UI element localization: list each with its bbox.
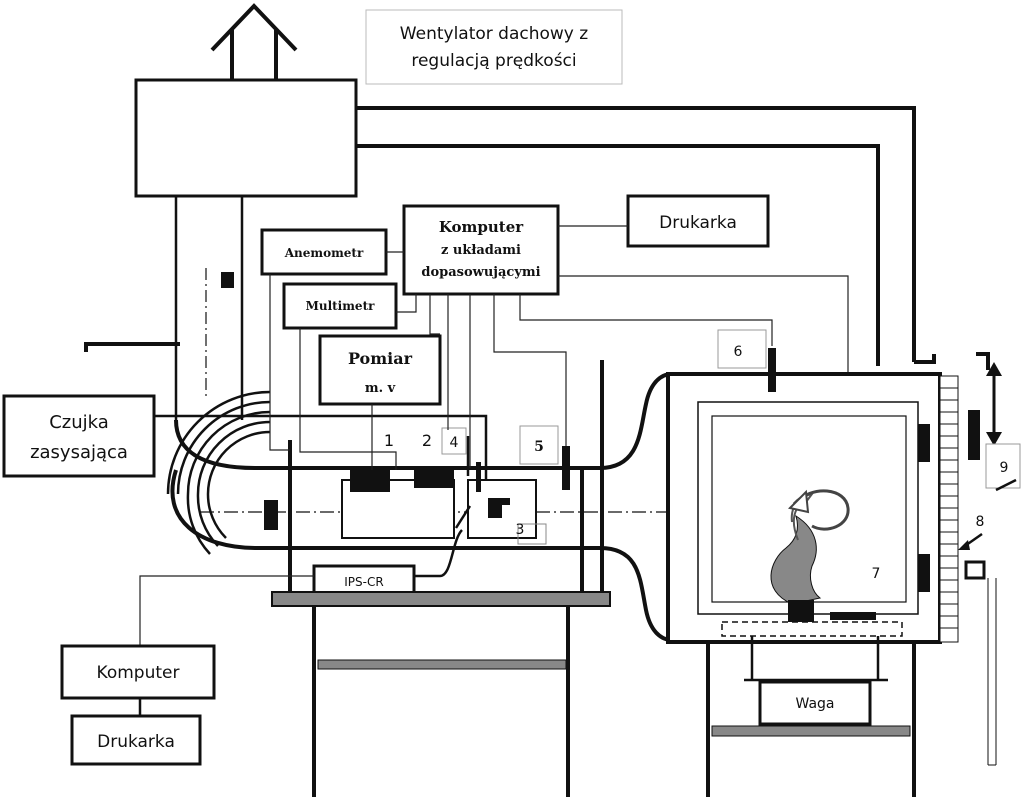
- measurement-line1: Pomiar: [348, 349, 413, 368]
- bottom-computer: Komputer: [60, 644, 216, 700]
- label-9: 9: [1000, 460, 1009, 476]
- aspirating-detector-pipe: [154, 414, 488, 488]
- label-5: 5: [534, 439, 544, 455]
- multimeter-label: Multimetr: [306, 299, 376, 313]
- top-printer-label: Drukarka: [659, 213, 737, 233]
- top-printer: Drukarka: [626, 194, 770, 248]
- device-3: [454, 479, 547, 545]
- multimeter-link: [396, 294, 417, 313]
- chamber-door-hatching: [940, 387, 958, 629]
- main-computer: Komputer z układami dopasowującymi: [402, 204, 560, 296]
- label-3: 3: [516, 522, 525, 538]
- aspirating-detector-line2: zasysająca: [30, 442, 128, 463]
- detector-housing: [264, 470, 455, 539]
- roof-fan-box: [134, 78, 358, 198]
- fan-label: Wentylator dachowy z regulacją prędkości: [365, 9, 623, 85]
- label-4: 4: [450, 435, 459, 451]
- exhaust-ducts: [356, 106, 936, 366]
- main-computer-line3: dopasowującymi: [421, 265, 540, 280]
- fan-down-lines: [174, 196, 244, 420]
- bottom-printer: Drukarka: [70, 714, 202, 766]
- ips-cr-label: IPS-CR: [344, 575, 383, 589]
- label-1: 1: [384, 431, 394, 450]
- multimeter: Multimetr: [282, 282, 398, 330]
- aspirating-detector-line1: Czujka: [49, 412, 109, 433]
- label-8: 8: [976, 514, 985, 530]
- ips-to-device-cable: [414, 529, 464, 578]
- right-table: [706, 642, 916, 797]
- anemometer: Anemometr: [260, 228, 388, 276]
- fan-label-line2: regulacją prędkości: [411, 51, 576, 71]
- chamber-sensor-6: 6: [717, 329, 776, 392]
- label-2: 2: [422, 431, 432, 450]
- probes-4-5: [466, 436, 570, 492]
- measurement-line2: m. v: [365, 381, 396, 396]
- number-labels-left: 1 2 4 3 5: [384, 425, 559, 538]
- left-table: [271, 591, 611, 797]
- measurement-mv: Pomiar m. v: [318, 334, 442, 406]
- bottom-computer-label: Komputer: [97, 663, 180, 683]
- main-computer-line1: Komputer: [439, 218, 524, 236]
- sampling-probe-marker: [205, 268, 234, 400]
- main-computer-line2: z układami: [441, 243, 521, 258]
- left-inlet-pipe: [84, 342, 180, 352]
- bottom-printer-label: Drukarka: [97, 732, 175, 752]
- chamber-floor: [721, 621, 903, 637]
- anemometer-label: Anemometr: [284, 246, 364, 260]
- label-6: 6: [734, 344, 743, 360]
- scale-label: Waga: [796, 696, 835, 712]
- fan-label-line1: Wentylator dachowy z: [400, 24, 588, 44]
- exhaust-arrow: [210, 3, 298, 82]
- test-duct: [170, 360, 680, 642]
- sensor-arcs: [166, 390, 271, 555]
- ips-link: [139, 575, 314, 646]
- fire-source: 7: [770, 489, 881, 622]
- scale: Waga: [744, 636, 888, 726]
- label-7: 7: [872, 566, 881, 582]
- door-mechanism: 9 8: [958, 352, 1021, 766]
- aspirating-detector-box: Czujka zasysająca: [2, 394, 156, 478]
